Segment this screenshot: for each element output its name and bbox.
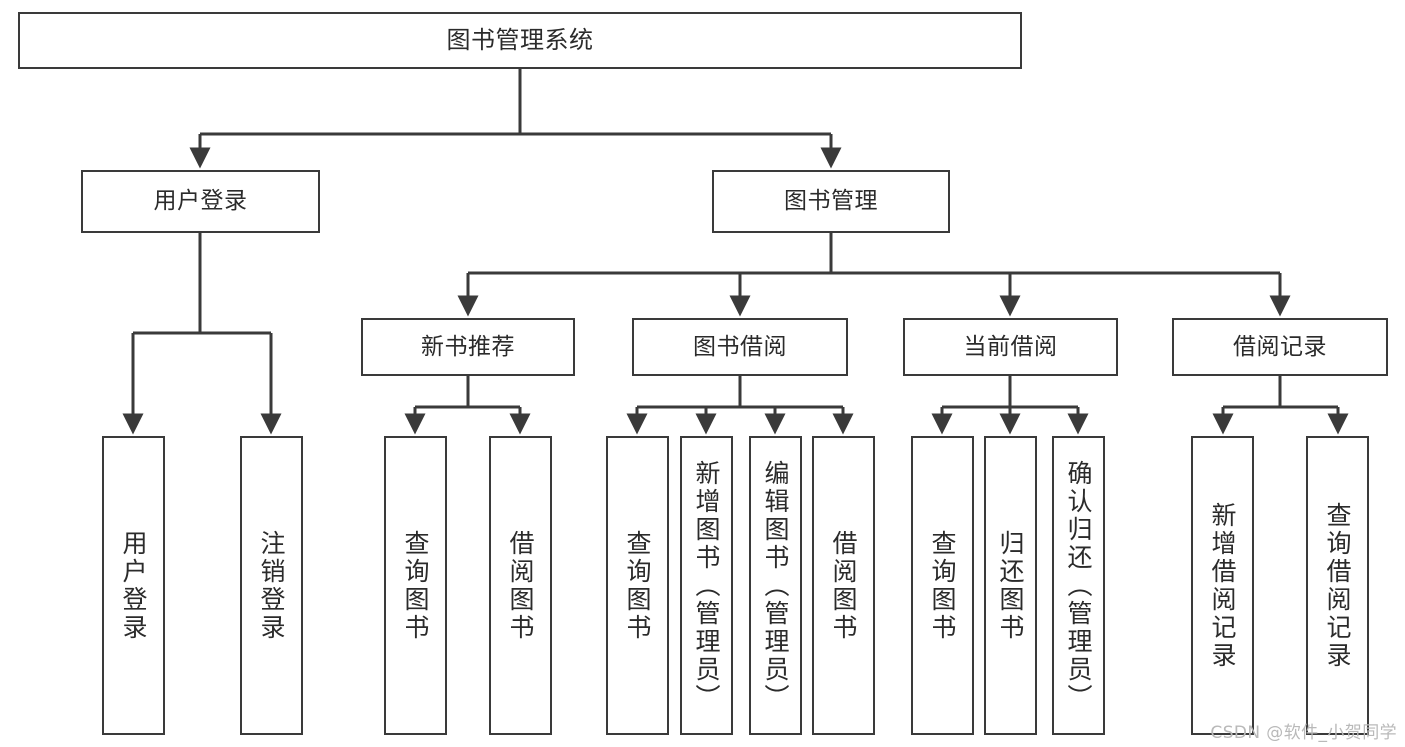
node-label: 图书借阅 xyxy=(693,333,787,360)
node-current-borrowing[interactable]: 当前借阅 xyxy=(903,318,1118,376)
leaf-return-book[interactable]: 归还图书 xyxy=(984,436,1037,735)
node-label: 新增借阅记录 xyxy=(1208,501,1237,670)
node-label: 用户登录 xyxy=(119,529,148,642)
node-label: 图书管理系统 xyxy=(446,25,594,54)
leaf-add-borrow-record[interactable]: 新增借阅记录 xyxy=(1191,436,1254,735)
node-label: 查询图书 xyxy=(401,529,430,642)
node-label: 新书推荐 xyxy=(421,333,515,360)
leaf-logout[interactable]: 注销登录 xyxy=(240,436,303,735)
leaf-borrow-book-rec[interactable]: 借阅图书 xyxy=(489,436,552,735)
leaf-edit-book-admin[interactable]: 编辑图书（管理员） xyxy=(749,436,802,735)
node-new-book-recommendation[interactable]: 新书推荐 xyxy=(361,318,575,376)
node-label: 归还图书 xyxy=(996,529,1025,642)
leaf-user-login[interactable]: 用户登录 xyxy=(102,436,165,735)
leaf-borrow-book[interactable]: 借阅图书 xyxy=(812,436,875,735)
node-book-management[interactable]: 图书管理 xyxy=(712,170,950,233)
leaf-query-book-rec[interactable]: 查询图书 xyxy=(384,436,447,735)
node-label: 确认归还（管理员） xyxy=(1064,459,1093,712)
node-label: 当前借阅 xyxy=(963,333,1058,360)
node-user-login[interactable]: 用户登录 xyxy=(81,170,320,233)
watermark-text: CSDN @软件_小贺同学 xyxy=(1210,723,1397,743)
leaf-query-book-borrow[interactable]: 查询图书 xyxy=(606,436,669,735)
node-label: 查询图书 xyxy=(928,529,957,642)
node-label: 借阅图书 xyxy=(829,529,858,642)
node-book-borrowing[interactable]: 图书借阅 xyxy=(632,318,848,376)
leaf-confirm-return-admin[interactable]: 确认归还（管理员） xyxy=(1052,436,1105,735)
node-label: 用户登录 xyxy=(153,188,248,215)
node-label: 借阅图书 xyxy=(506,529,535,642)
node-borrowing-record[interactable]: 借阅记录 xyxy=(1172,318,1388,376)
leaf-query-book-current[interactable]: 查询图书 xyxy=(911,436,974,735)
node-label: 新增图书（管理员） xyxy=(692,459,721,712)
node-label: 图书管理 xyxy=(784,188,878,215)
leaf-query-borrow-record[interactable]: 查询借阅记录 xyxy=(1306,436,1369,735)
leaf-add-book-admin[interactable]: 新增图书（管理员） xyxy=(680,436,733,735)
node-book-management-system[interactable]: 图书管理系统 xyxy=(18,12,1022,69)
node-label: 注销登录 xyxy=(257,529,286,642)
node-label: 查询借阅记录 xyxy=(1323,501,1352,670)
node-label: 借阅记录 xyxy=(1233,333,1327,360)
node-label: 编辑图书（管理员） xyxy=(761,459,790,712)
node-label: 查询图书 xyxy=(623,529,652,642)
